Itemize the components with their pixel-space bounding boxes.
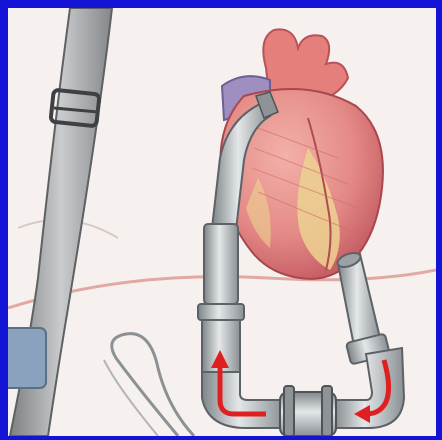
- pump-ring-right: [322, 386, 332, 436]
- controller-box: [8, 328, 46, 388]
- pump-ring-left: [284, 386, 294, 436]
- vad-illustration: [8, 8, 436, 436]
- illustration-canvas: [8, 8, 436, 436]
